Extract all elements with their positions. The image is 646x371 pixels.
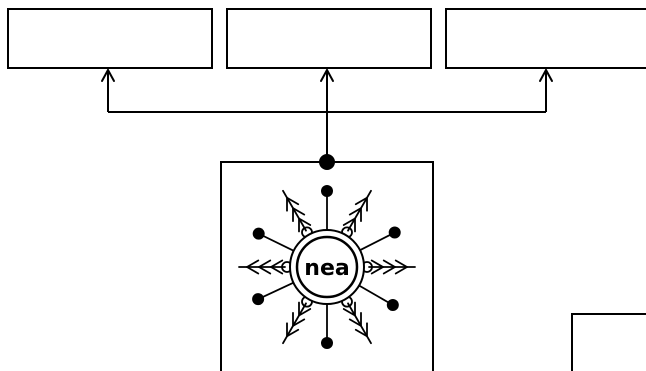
logo-dot-ray-2: [262, 234, 295, 252]
logo-branch-6-barb-1: [298, 217, 312, 226]
logo-branch-1-barb-2: [342, 217, 356, 226]
logo-branch-1-barb-6: [354, 196, 368, 206]
top-box-2[interactable]: [226, 8, 432, 69]
bottom-right-box[interactable]: [571, 313, 646, 371]
arrowheads: [101, 67, 553, 82]
connector-lines: [107, 70, 547, 162]
logo-branch-2-barb-4: [382, 259, 396, 268]
logo-branch-5-barb-3: [258, 259, 272, 268]
logo-ray-dot-5: [321, 337, 333, 349]
logo-branch-2-barb-6: [394, 259, 408, 268]
logo-branch-4-barb-4: [292, 318, 306, 327]
logo-branch-3-barb-5: [354, 328, 368, 338]
logo-branch-6-barb-3: [292, 207, 306, 216]
logo-branch-5-barb-6: [246, 266, 260, 275]
logo-dot-ray-3: [261, 281, 295, 298]
logo-branch-5-barb-2: [270, 266, 284, 275]
arrowhead-2: [320, 67, 334, 82]
logo-branch-5-barb-4: [258, 266, 272, 275]
top-box-1[interactable]: [7, 8, 213, 69]
logo-branch-5-barb-5: [246, 259, 260, 268]
logo-ray-dot-1: [321, 185, 333, 197]
logo-ray-dot-6: [388, 226, 401, 239]
arrowhead-3: [539, 67, 553, 82]
logo-ray-dot-4: [386, 299, 399, 311]
logo-snowflake: nea: [238, 185, 416, 349]
hub-connector-dot: [319, 154, 335, 170]
logo-branch-6-barb-5: [286, 196, 300, 206]
logo-branch-2-barb-1: [370, 266, 384, 275]
logo-branch-3-barb-1: [342, 308, 356, 317]
logo-ray-dot-3: [252, 293, 265, 306]
logo-branch-1-barb-4: [348, 207, 362, 216]
logo-dot-ray-4: [358, 284, 390, 304]
logo-branch-3-barb-3: [348, 318, 362, 327]
arrowhead-1: [101, 67, 115, 82]
logo-dot-ray-6: [359, 233, 392, 252]
top-box-3[interactable]: [445, 8, 646, 69]
logo-branch-4-barb-2: [298, 308, 312, 317]
logo-text: nea: [304, 256, 349, 281]
logo-branch-2-barb-3: [382, 266, 396, 275]
logo-branch-2-barb-5: [394, 266, 408, 275]
logo-branch-2-barb-2: [370, 259, 384, 268]
logo-inner-ring: [295, 235, 359, 299]
logo-branch-4-barb-6: [286, 328, 300, 338]
logo-branch-5-barb-1: [270, 259, 284, 268]
logo-ray-dot-2: [252, 227, 265, 240]
